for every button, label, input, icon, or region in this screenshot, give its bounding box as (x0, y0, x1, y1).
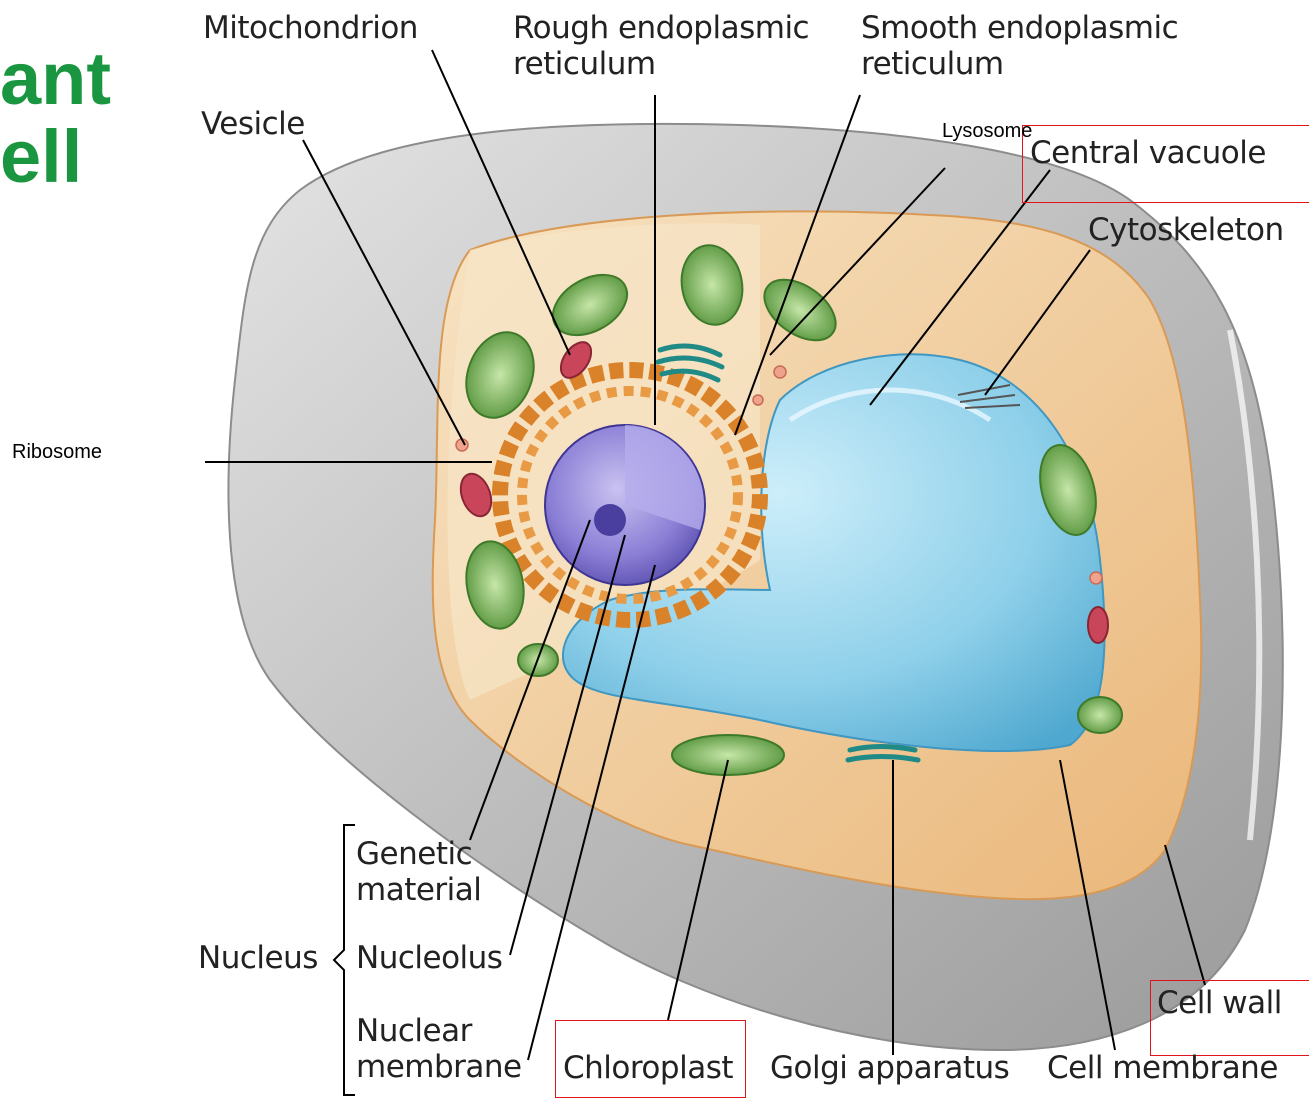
label-genetic-material: Genetic material (356, 836, 496, 908)
label-nucleolus: Nucleolus (356, 940, 502, 976)
label-golgi-apparatus: Golgi apparatus (770, 1050, 1009, 1086)
label-cell-membrane: Cell membrane (1047, 1050, 1278, 1086)
label-cell-wall: Cell wall (1157, 985, 1282, 1021)
label-cytoskeleton: Cytoskeleton (1088, 212, 1284, 248)
label-central-vacuole: Central vacuole (1030, 135, 1266, 171)
label-vesicle: Vesicle (201, 106, 305, 142)
label-chloroplast: Chloroplast (563, 1050, 733, 1086)
nucleus-brace (334, 825, 355, 1095)
label-mitochondrion: Mitochondrion (203, 10, 418, 46)
label-nucleus: Nucleus (198, 940, 318, 976)
label-ribosome: Ribosome (12, 441, 102, 464)
label-rough-er: Rough endoplasmic reticulum (513, 10, 813, 82)
label-smooth-er: Smooth endoplasmic reticulum (861, 10, 1181, 82)
nucleolus-shape (594, 504, 626, 536)
label-lysosome: Lysosome (942, 120, 1032, 143)
label-nuclear-membrane: Nuclear membrane (356, 1013, 536, 1085)
